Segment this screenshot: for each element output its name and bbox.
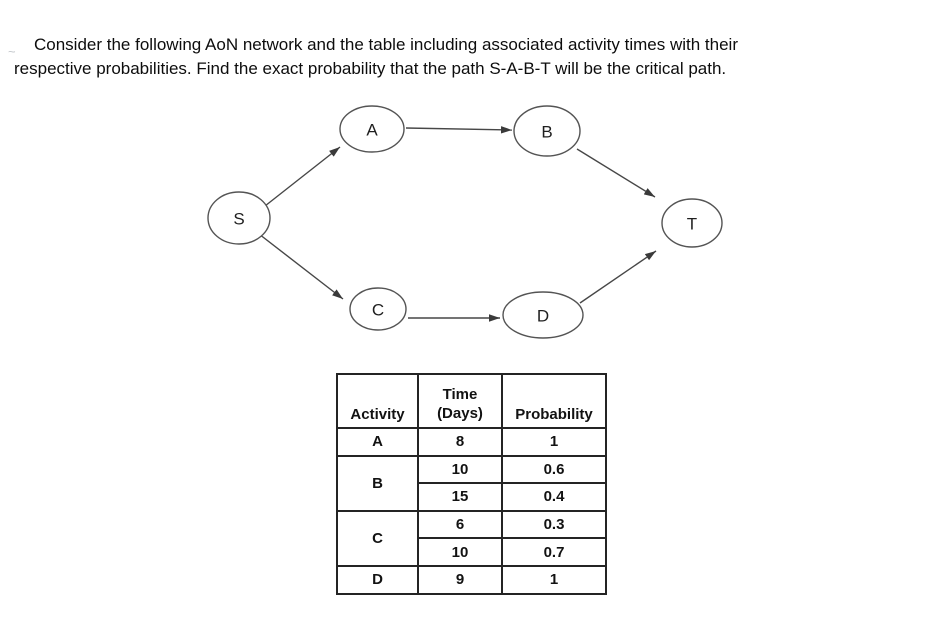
probability-cell: 1 <box>501 564 607 595</box>
stray-mark: ~ <box>8 44 15 59</box>
node-label-A: A <box>366 121 378 140</box>
question-line-1: Consider the following AoN network and t… <box>34 35 738 54</box>
activity-cell-C: C <box>336 509 419 567</box>
question-text: ~ Consider the following AoN network and… <box>8 33 934 80</box>
edges-layer <box>258 126 657 322</box>
node-label-D: D <box>537 307 549 326</box>
time-cell: 8 <box>417 427 503 457</box>
probability-cell: 0.7 <box>501 537 607 567</box>
time-cell: 15 <box>417 482 503 512</box>
nodes-layer: S A B C D T <box>207 105 723 339</box>
probability-cell: 0.4 <box>501 482 607 512</box>
edge-S-A <box>264 146 341 207</box>
time-cell: 6 <box>417 509 503 540</box>
node-ellipse-C <box>349 287 407 331</box>
probability-cell: 0.3 <box>501 509 607 540</box>
node-label-S: S <box>233 210 244 229</box>
header-probability: Probability <box>501 373 607 429</box>
header-row: Activity Time (Days) Probability <box>336 373 607 429</box>
node-ellipse-D <box>502 291 584 339</box>
edge-A-B <box>405 126 513 134</box>
edge-B-T <box>576 148 656 198</box>
activity-cell-B: B <box>336 454 419 512</box>
probability-cell: 0.6 <box>501 454 607 485</box>
time-cell: 9 <box>417 564 503 595</box>
time-cell: 10 <box>417 454 503 485</box>
edge-S-C <box>258 233 344 300</box>
header-time-line1: Time <box>442 386 478 403</box>
node-ellipse-A <box>339 105 405 153</box>
node-ellipse-S <box>207 191 271 245</box>
activity-table-head: Activity Time (Days) Probability <box>336 373 607 429</box>
header-activity-label: Activity <box>350 406 405 423</box>
node-label-T: T <box>687 215 697 234</box>
header-activity: Activity <box>336 373 419 429</box>
header-time-line2: (Days) <box>437 405 483 422</box>
probability-cell: 1 <box>501 427 607 457</box>
question-line-2: respective probabilities. Find the exact… <box>14 58 727 78</box>
node-ellipse-B <box>513 105 581 157</box>
node-label-C: C <box>372 301 384 320</box>
edge-D-T <box>579 250 657 304</box>
time-cell: 10 <box>417 537 503 567</box>
activity-cell-A: A <box>336 427 419 457</box>
node-ellipse-T <box>661 198 723 248</box>
header-time: Time (Days) <box>417 373 503 429</box>
node-label-B: B <box>541 123 552 142</box>
header-probability-label: Probability <box>515 406 593 423</box>
activity-cell-D: D <box>336 564 419 595</box>
